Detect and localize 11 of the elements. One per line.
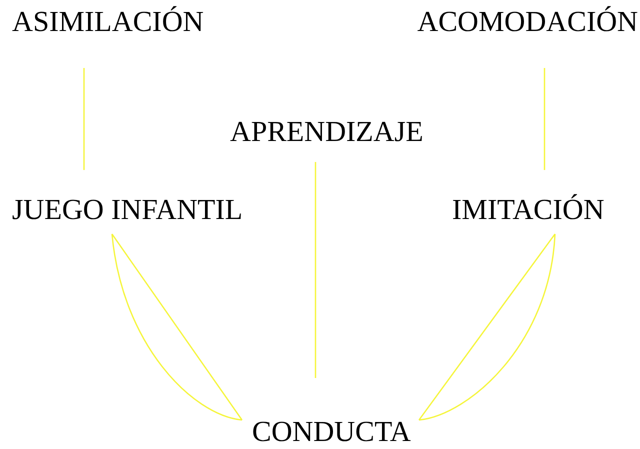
concept-label: APRENDIZAJE [230, 116, 424, 148]
concept-label: JUEGO INFANTIL [12, 194, 243, 226]
concept-label: IMITACIÓN [452, 194, 604, 226]
connector-line [418, 233, 556, 421]
connector-line [544, 68, 546, 170]
concept-label: ACOMODACIÓN [417, 6, 638, 38]
concept-label: CONDUCTA [252, 416, 411, 448]
concept-label: ASIMILACIÓN [12, 6, 204, 38]
connector-line [83, 68, 85, 170]
connector-line [111, 233, 243, 421]
connector-line [314, 162, 316, 378]
